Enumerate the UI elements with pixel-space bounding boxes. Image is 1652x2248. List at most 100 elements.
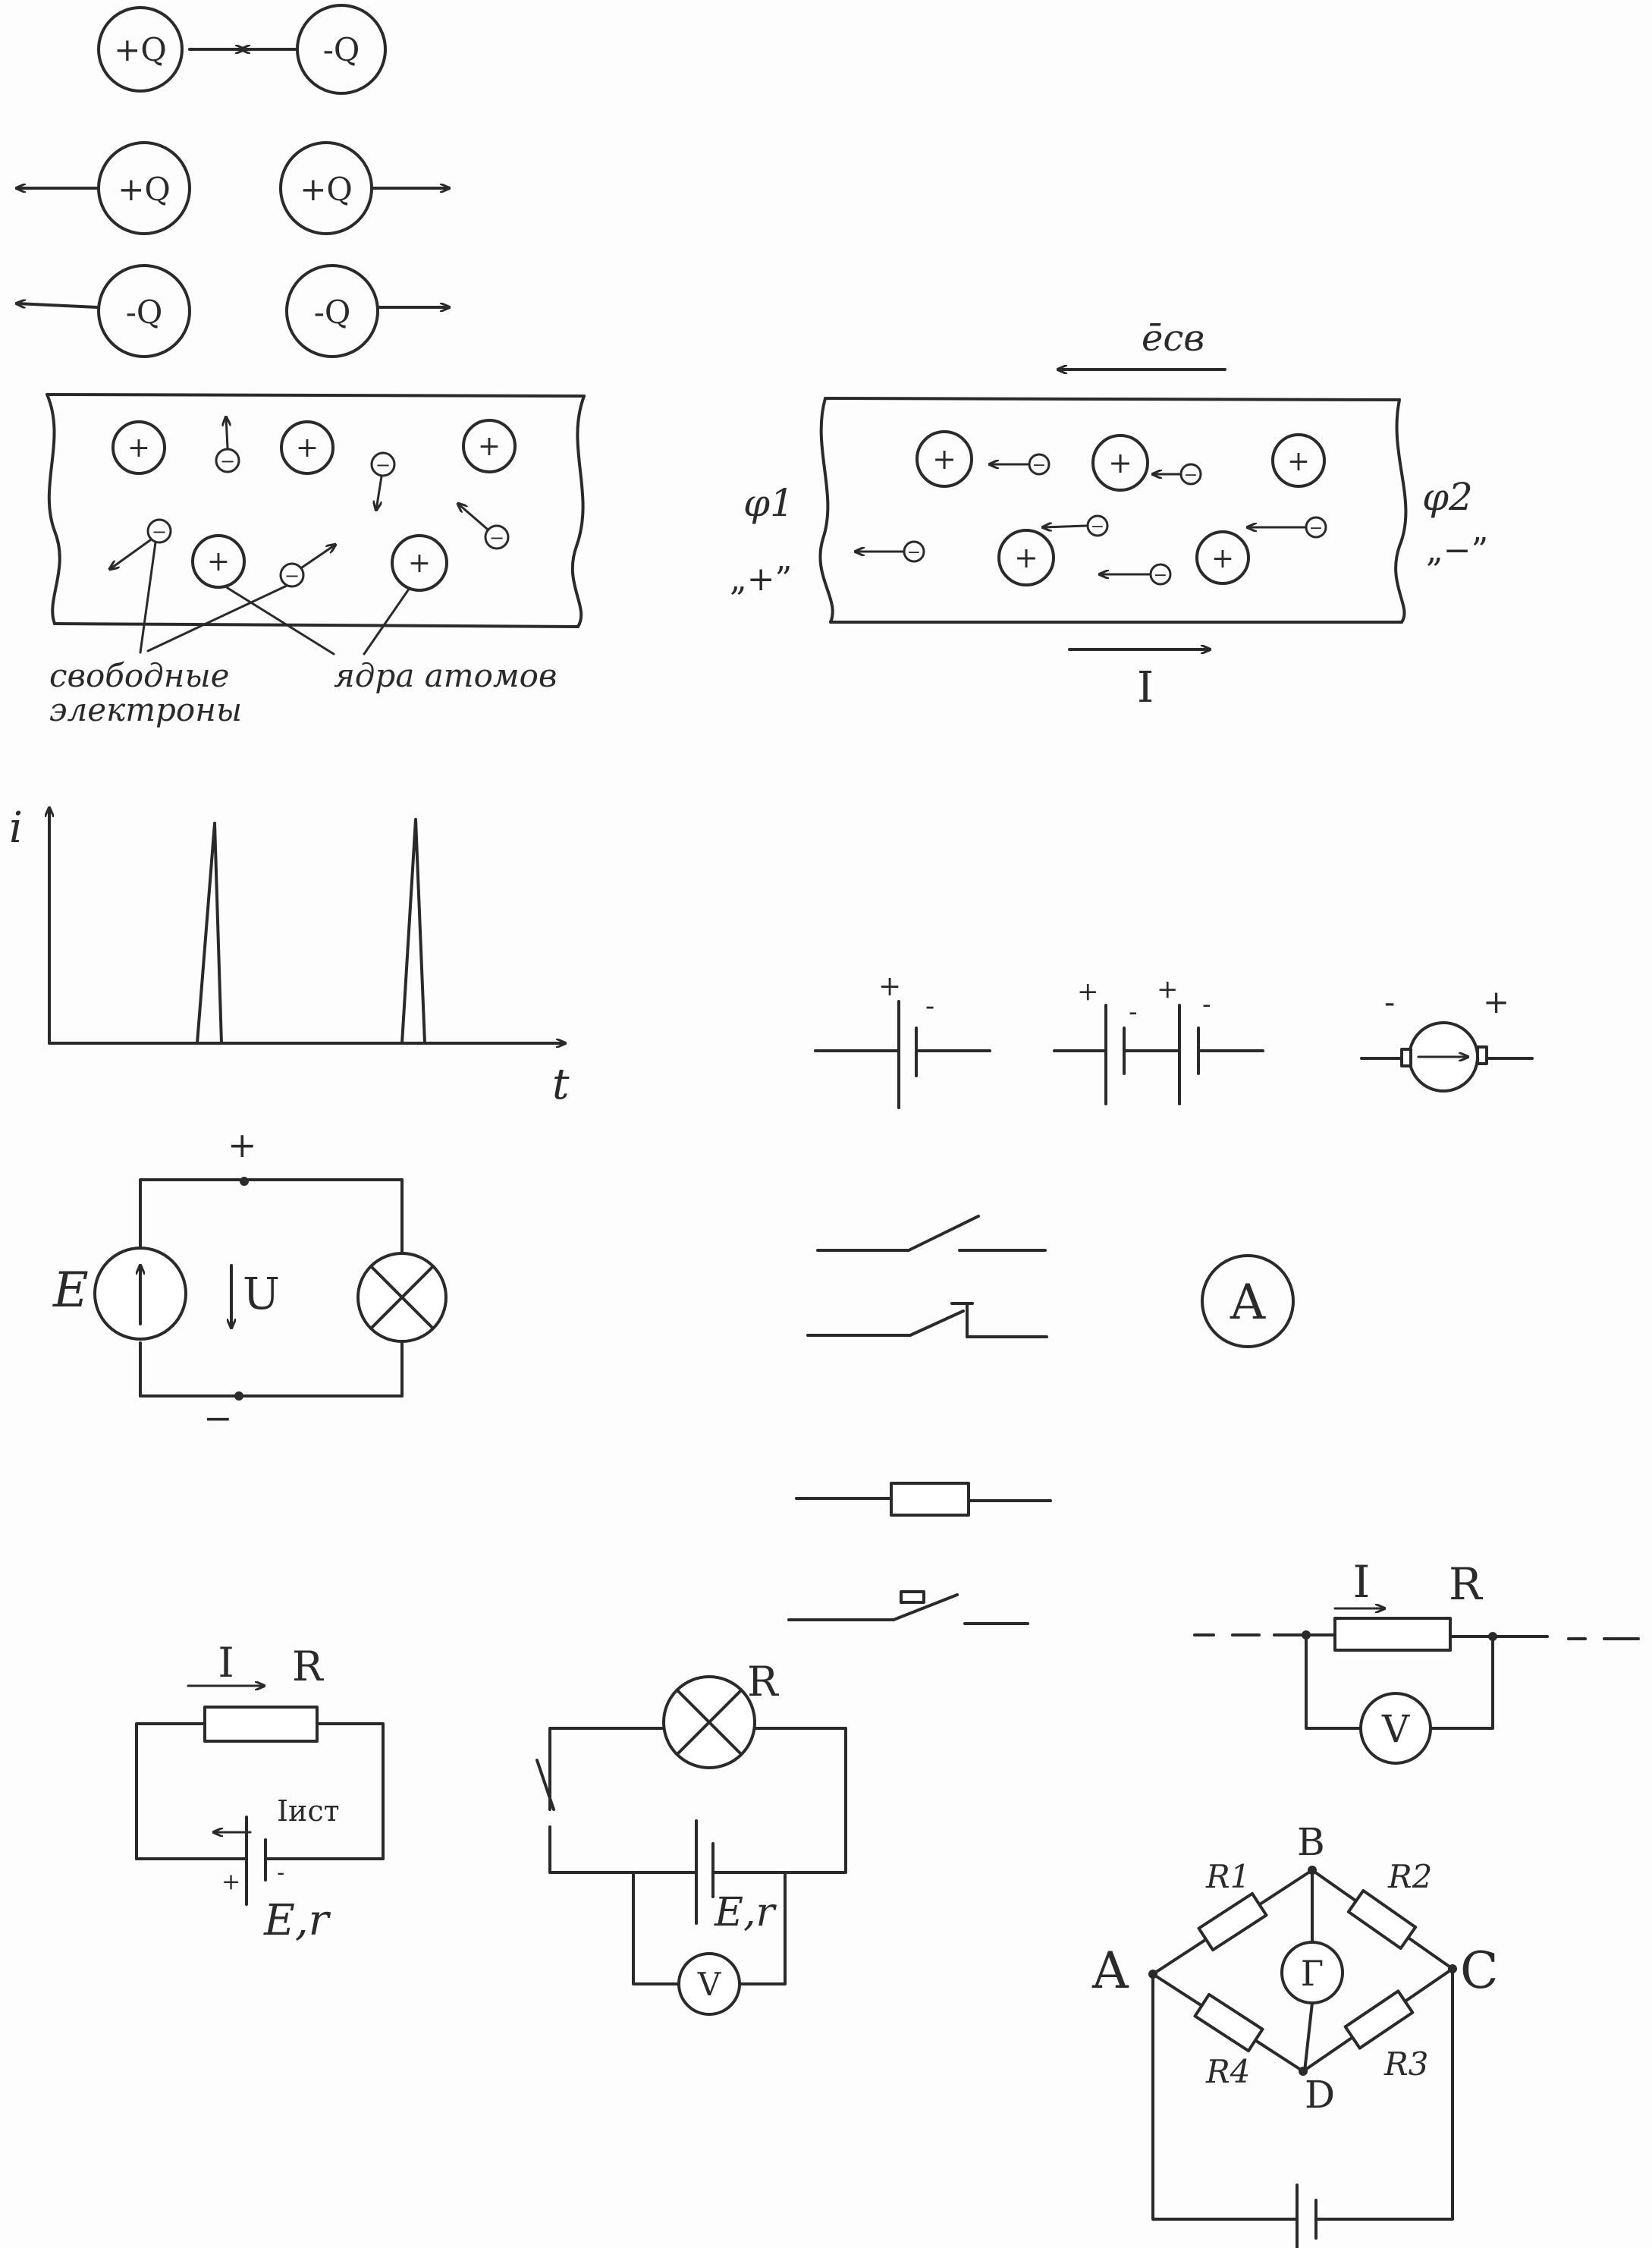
plus-terminal: + [878, 971, 901, 1002]
minus-terminal: - [1384, 983, 1395, 1020]
galvanometer-label: Г [1301, 1953, 1324, 1994]
atom-nucleus [391, 534, 448, 592]
atom-nucleus [111, 420, 166, 475]
free-electron [279, 562, 305, 588]
current-pulse [196, 822, 223, 1045]
circuit-wire [139, 1178, 404, 1253]
svg-text:−: − [1184, 466, 1198, 485]
voltage-label: U [243, 1268, 280, 1319]
free-electrons-label: свободные [49, 657, 230, 694]
negative-charge [285, 264, 379, 358]
current-label: I [1137, 663, 1154, 712]
svg-text:+: + [1157, 974, 1179, 1005]
resistor-r1 [1197, 1891, 1268, 1952]
node-a-label: A [1091, 1941, 1129, 2000]
atom-nucleus [997, 529, 1055, 586]
phi2-label: φ2 [1422, 475, 1473, 519]
atom-nucleus [916, 430, 973, 488]
charge-label: +Q [300, 171, 353, 208]
charge-label: -Q [126, 294, 163, 331]
minus-terminal: - [925, 991, 934, 1022]
source-label: E,r [263, 1896, 331, 1945]
ammeter-label: A [1230, 1275, 1266, 1331]
node-d-label: D [1305, 2073, 1335, 2117]
svg-text:-: - [1129, 997, 1138, 1027]
svg-text:−: − [1032, 456, 1046, 475]
resistor-r4 [1193, 1992, 1264, 2053]
free-electron [484, 524, 510, 550]
galvanometer [1280, 1941, 1344, 2004]
conductor-edge [46, 393, 586, 398]
voltmeter [677, 1952, 741, 2016]
svg-text:+: + [296, 432, 319, 464]
plus-terminal: + [1483, 983, 1509, 1020]
minus-terminal: - [277, 1860, 284, 1886]
pulse-graph: i t [9, 803, 570, 1109]
charge-label: +Q [114, 31, 167, 68]
conductor-break [570, 395, 586, 628]
wheatstone-bridge: Г A B C D R1 R2 R3 R4 [1091, 1820, 1499, 2248]
resistor-r3 [1343, 1989, 1415, 2050]
source-current-label: Iист [277, 1794, 340, 1828]
atom-nucleus [1091, 434, 1149, 492]
phi1-label: φ1 [743, 481, 794, 525]
free-electron [146, 518, 172, 544]
battery-symbol: + - + - [1053, 974, 1264, 1105]
svg-text:+: + [932, 442, 956, 476]
resistor-r2 [1346, 1888, 1418, 1951]
svg-text:+: + [478, 431, 501, 462]
current-label: I [218, 1639, 234, 1687]
svg-text:+: + [127, 432, 150, 464]
conductor-break [1394, 398, 1408, 624]
svg-text:-: - [1202, 989, 1211, 1020]
node-c-label: C [1460, 1941, 1499, 2000]
source-lamp-circuit: + − E U [52, 1124, 448, 1438]
atom-nucleus [462, 419, 517, 473]
svg-text:+: + [207, 546, 230, 577]
open-switch [535, 1759, 555, 1811]
emf-label: E [52, 1262, 89, 1319]
positive-charge [97, 6, 184, 93]
conductor-break [818, 397, 834, 624]
conductor-edge [53, 622, 579, 628]
atom-nucleus [1271, 433, 1326, 488]
voltmeter-parallel-circuit: V I R [1193, 1556, 1640, 1765]
free-electrons-label: электроны [49, 691, 242, 728]
atom-nucleus [280, 420, 334, 475]
r1-label: R1 [1205, 1858, 1250, 1895]
svg-text:−: − [375, 454, 391, 476]
node-b-label: B [1297, 1820, 1325, 1864]
source-label: E,r [714, 1890, 777, 1935]
resistor [203, 1706, 319, 1743]
x-axis-label: t [552, 1060, 570, 1109]
charge-label: -Q [323, 31, 360, 68]
r3-label: R3 [1383, 2045, 1428, 2083]
charge-label: -Q [314, 294, 351, 331]
current-label: I [1353, 1556, 1371, 1608]
lamp-switch-circuit: V R E,r [535, 1658, 847, 2016]
plus-terminal: + [228, 1124, 257, 1165]
r2-label: R2 [1387, 1858, 1432, 1895]
nuclei-label: ядра атомов [334, 657, 557, 694]
voltmeter [1359, 1692, 1432, 1765]
r4-label: R4 [1205, 2053, 1250, 2090]
svg-text:+: + [408, 548, 431, 579]
atom-nucleus [191, 534, 246, 589]
voltmeter-label: V [697, 1966, 721, 2003]
svg-text:−: − [220, 451, 235, 472]
ammeter-symbol: A [1201, 1254, 1295, 1348]
svg-text:+: + [1287, 446, 1310, 477]
conductor-with-current: ēсв + + + + + − − − − − − φ1 „ [730, 317, 1488, 712]
svg-text:−: − [489, 527, 504, 549]
switch-open-symbol [816, 1215, 1047, 1252]
free-electron [370, 451, 396, 477]
conductor-no-field: + + + + + − − − − − свободные электроны … [46, 393, 586, 728]
pushbutton-switch-symbol [787, 1590, 1029, 1625]
atom-nucleus [1195, 530, 1250, 585]
svg-text:+: + [1108, 446, 1132, 479]
switch-button-symbol [806, 1302, 1048, 1338]
charge-label: +Q [118, 171, 171, 208]
cell-symbol: + - [814, 971, 991, 1109]
conductor-edge [824, 397, 1401, 401]
resistor-label: R [292, 1643, 324, 1690]
